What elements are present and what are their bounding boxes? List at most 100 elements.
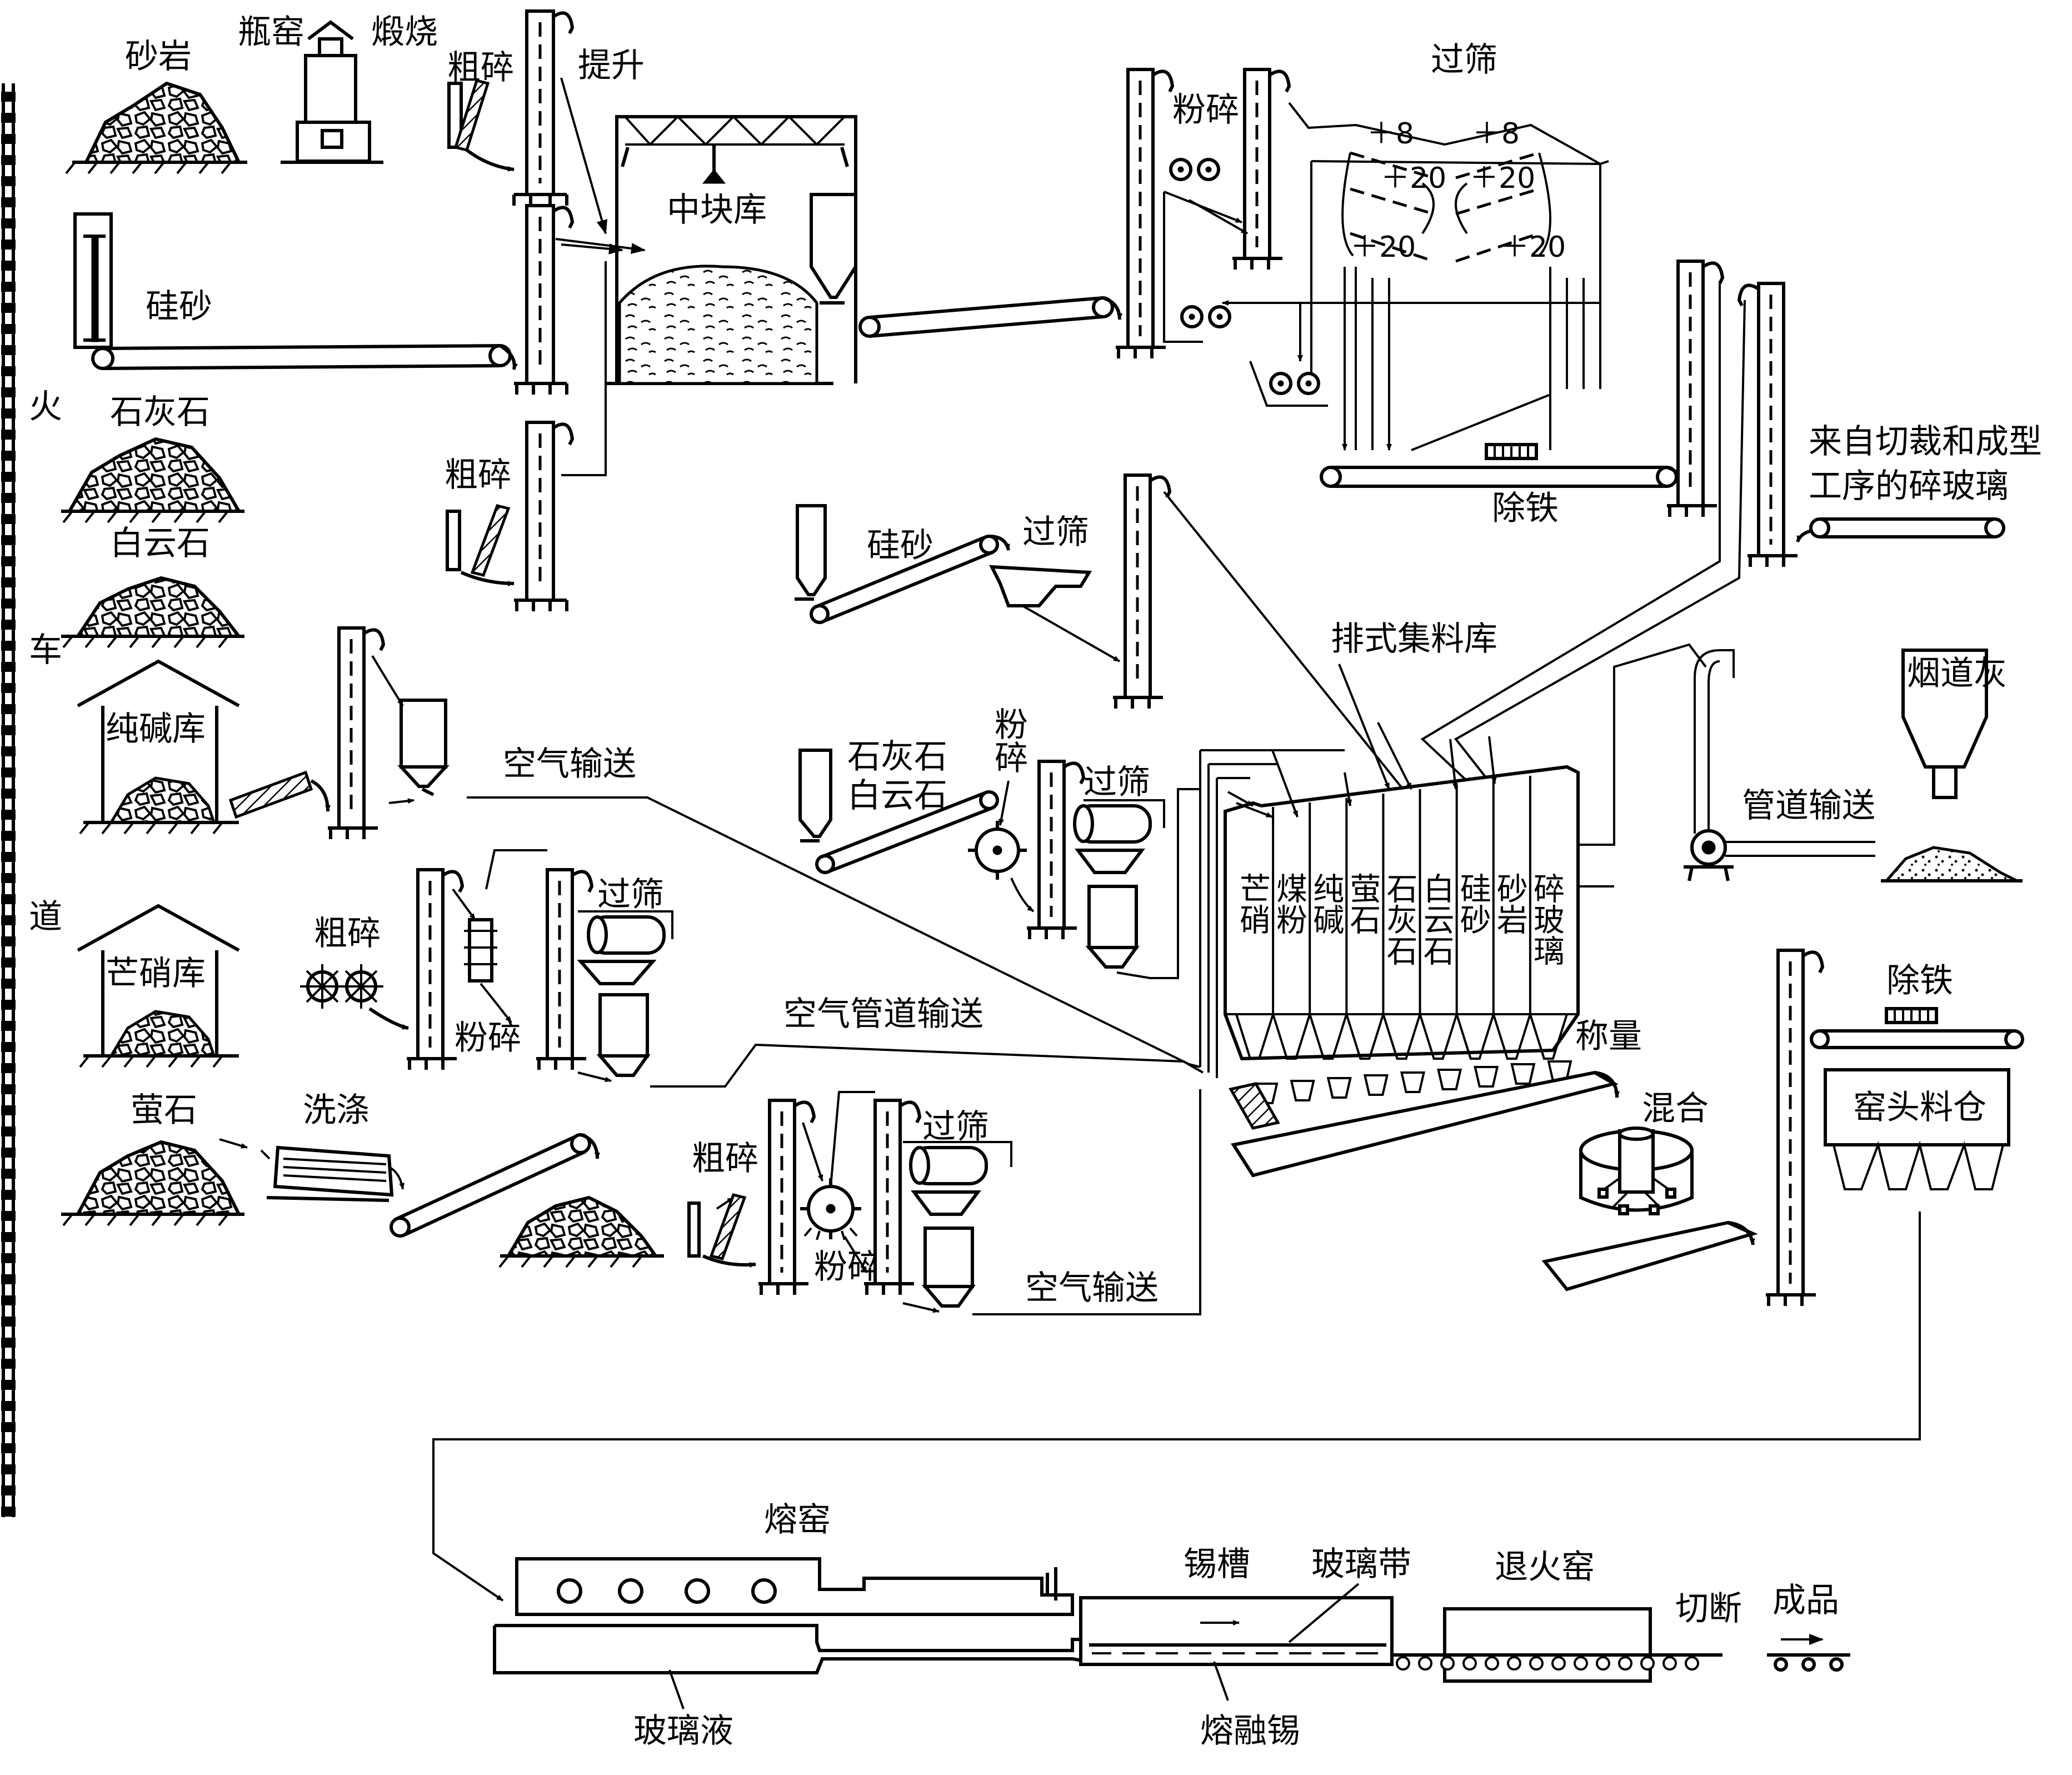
label-coarse-crush-1: 粗碎 <box>447 48 514 87</box>
weigh-hopper <box>1363 1074 1389 1096</box>
mirabilite-store <box>77 904 240 1068</box>
railway-tie <box>1 1232 16 1242</box>
mid-block-store <box>606 115 857 385</box>
railway-tie <box>1 1253 16 1263</box>
silo-cone <box>1492 1014 1531 1060</box>
hammer-crusher-1 <box>452 888 512 1024</box>
railway-track <box>1 83 16 1517</box>
bucket-elevator-12 <box>1737 282 1798 567</box>
limestone-dolomite-hopper <box>798 749 999 874</box>
label-grind-2a: 粉 <box>995 706 1028 745</box>
silo-cone <box>1272 1014 1311 1060</box>
weigh-hopper <box>1510 1063 1536 1085</box>
coarse-crusher-1 <box>447 79 515 172</box>
sieve-size-1: ＋8 <box>1367 117 1414 151</box>
double-roll-2 <box>1180 305 1231 328</box>
railway-tie <box>1 1464 16 1474</box>
label-annealing-lehr: 退火窑 <box>1495 1548 1595 1587</box>
bucket-elevator-1 <box>512 9 575 206</box>
railway-tie <box>1 1274 16 1284</box>
railway-tie <box>1 831 16 841</box>
lehr-roller <box>1662 1656 1677 1671</box>
railway-tie <box>1 1422 16 1432</box>
hammer-crusher-2 <box>800 1122 868 1274</box>
lehr-roller <box>1418 1656 1432 1671</box>
double-roll-3 <box>1249 361 1328 407</box>
bucket-elevator-7 <box>758 1099 816 1295</box>
label-coarse-crush-2: 粗碎 <box>445 456 511 495</box>
bucket-elevator-13 <box>1113 473 1172 709</box>
bucket-elevator-6 <box>485 849 594 1070</box>
label-kiln-head-bin: 窑头料仓 <box>1853 1088 1986 1127</box>
lehr-roller <box>1551 1656 1566 1671</box>
silo-cone <box>1529 1014 1568 1060</box>
label-sieve-2: 过筛 <box>1022 513 1089 552</box>
label-mirabilite-store: 芒硝库 <box>106 954 206 993</box>
bucket-elevator-10 <box>1189 68 1291 270</box>
weigh-hoppers <box>1229 1060 1572 1130</box>
silo-cone <box>1309 1014 1348 1060</box>
silo-cell-label: 石灰石 <box>1381 872 1417 966</box>
railway-tie <box>1 1126 16 1136</box>
drum-sieve-2 <box>902 1141 1012 1313</box>
railway-tie <box>1 683 16 693</box>
railway-tie <box>1 197 16 207</box>
silo-cone <box>1419 1014 1458 1060</box>
lehr-roller <box>1574 1656 1588 1671</box>
railway-tie <box>1 1401 16 1411</box>
railway-tie <box>1 1190 16 1200</box>
railway-tie <box>1 324 16 334</box>
lehr-roller <box>1618 1656 1632 1671</box>
bucket-elevator-4 <box>328 626 386 839</box>
sieve-size-2: ＋8 <box>1472 117 1520 151</box>
collecting-conveyor <box>1231 1070 1620 1178</box>
washer <box>219 1138 405 1202</box>
flue-ash-hopper <box>1881 649 2023 882</box>
label-coarse-crush-4: 粗碎 <box>692 1139 758 1178</box>
railway-tie <box>1 303 16 313</box>
sieve-hopper-2 <box>989 565 1120 662</box>
label-tin-bath: 锡槽 <box>1184 1545 1250 1584</box>
label-air-convey-1: 空气输送 <box>503 745 636 784</box>
railway-tie <box>1 810 16 820</box>
lehr-roller <box>1529 1656 1544 1671</box>
mixer <box>1579 1126 1694 1215</box>
melting-kiln <box>493 1557 1090 1674</box>
label-sieve-5: 过筛 <box>1084 763 1150 802</box>
silo-cone <box>1345 1014 1385 1060</box>
kiln-head-bin <box>432 1068 2010 1602</box>
label-sieve-1: 过筛 <box>1431 41 1497 79</box>
railway-tie <box>1 1063 16 1073</box>
label-glass-ribbon: 玻璃带 <box>1311 1545 1411 1584</box>
silo-cell-label: 砂岩 <box>1491 872 1527 935</box>
railway-tie <box>1 282 16 292</box>
label-dolomite-1: 白云石 <box>110 524 210 563</box>
railway-tie <box>1 556 16 566</box>
label-limestone-1: 石灰石 <box>110 393 210 432</box>
label-silica-sand-2: 硅砂 <box>867 526 933 565</box>
railway-tie <box>1 134 16 144</box>
bottle-kiln <box>281 20 383 164</box>
silo-cell-label: 煤粉 <box>1271 872 1307 935</box>
railway-tie <box>1 979 16 989</box>
railway-tie <box>1 1317 16 1327</box>
label-coarse-crush-3: 粗碎 <box>314 914 381 953</box>
bucket-elevator-8 <box>830 1091 922 1295</box>
label-sandstone: 砂岩 <box>125 37 192 76</box>
soda-ash-store <box>77 659 240 835</box>
railway-tie <box>1 915 16 925</box>
railway-tie <box>1 958 16 968</box>
label-mixing: 混合 <box>1642 1089 1709 1128</box>
weigh-hopper <box>1474 1066 1499 1088</box>
label-lift: 提升 <box>578 46 645 85</box>
sieve-size-4: ＋20 <box>1470 162 1535 195</box>
railway-tie <box>1 1105 16 1115</box>
label-grind-2b: 碎 <box>995 739 1028 778</box>
railway-tie <box>1 1000 16 1010</box>
railway-tie <box>1 873 16 883</box>
lehr-roller <box>1640 1656 1655 1671</box>
sieve-size-6: ＋20 <box>1500 231 1566 264</box>
railway-tie <box>1 430 16 440</box>
railway-tie <box>1 514 16 524</box>
sieve-size-3: ＋20 <box>1381 162 1446 195</box>
